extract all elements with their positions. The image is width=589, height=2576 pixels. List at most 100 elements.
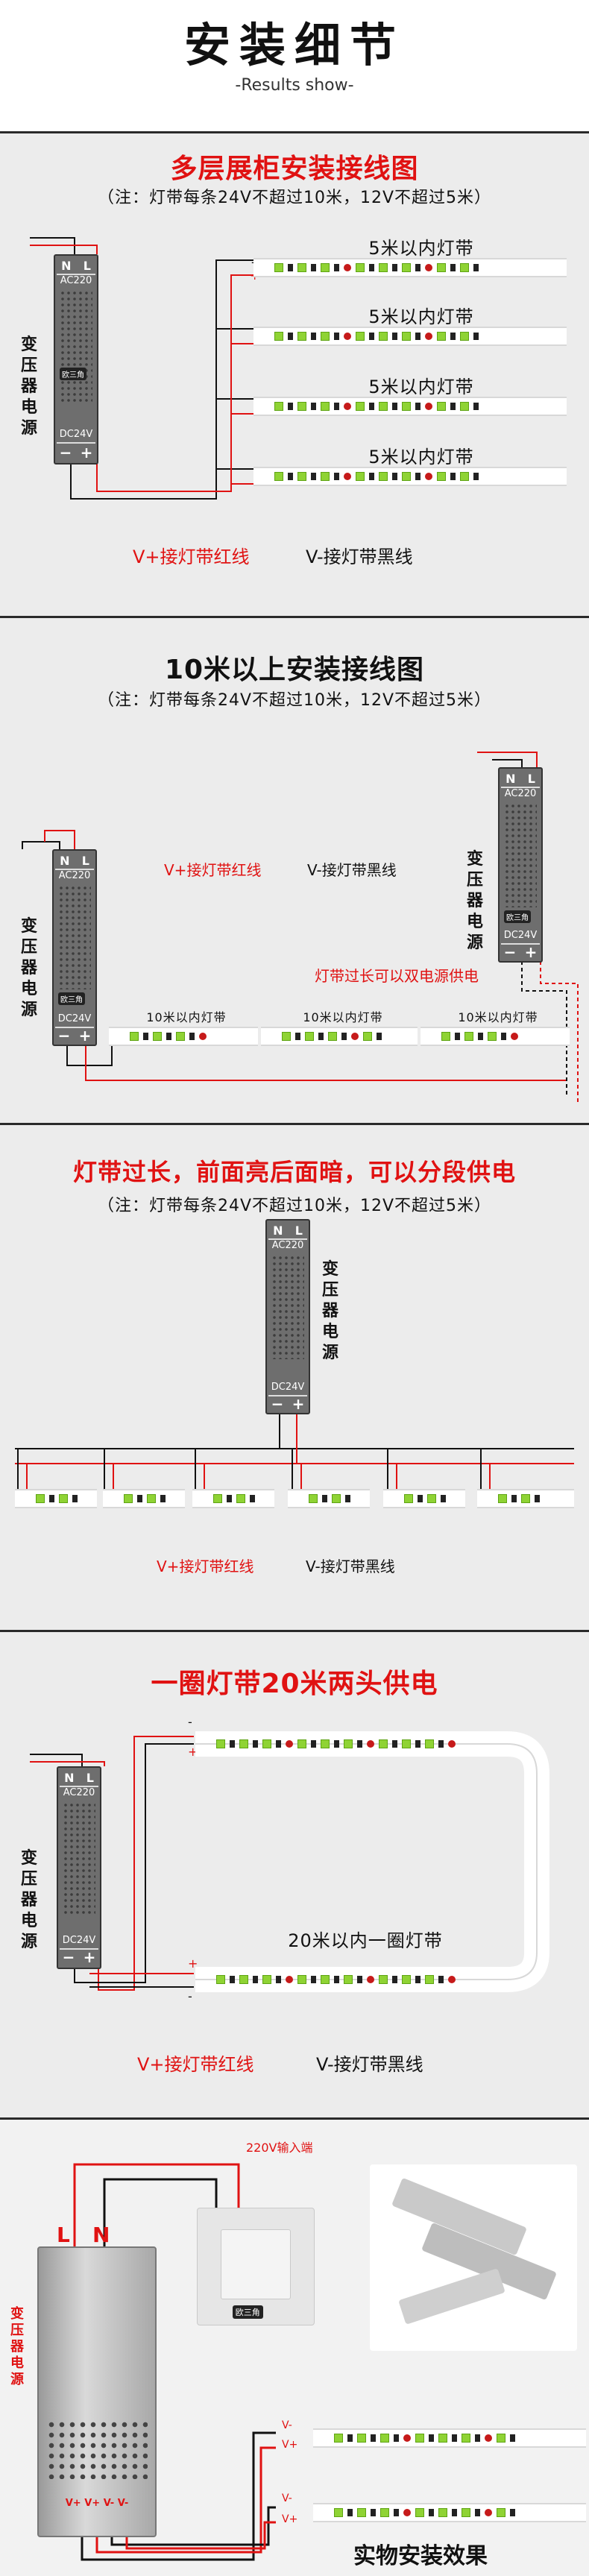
led-chip (124, 1494, 133, 1503)
terminal-l: L (83, 259, 91, 273)
v-minus-caption: V-接灯带黑线 (306, 547, 413, 567)
led-chip (297, 1739, 306, 1748)
led-chip (402, 402, 411, 411)
section-title: 10米以上安装接线图 (164, 655, 425, 685)
led-strip (421, 1027, 570, 1046)
led-chip (332, 1494, 341, 1503)
section-segmented-power: 灯带过长，前面亮后面暗，可以分段供电 （注：灯带每条24V不超过10米，12V不… (0, 1125, 589, 1629)
resistor (288, 403, 293, 410)
resistor (227, 1495, 232, 1502)
solder-pad (351, 1033, 359, 1040)
solder-pad (448, 1976, 456, 1983)
led-chip (321, 472, 330, 481)
wiring-diagram: - + + - (30, 1715, 549, 2003)
resistor (357, 1740, 362, 1748)
led-chip (239, 1975, 248, 1984)
resistor (473, 403, 479, 410)
section-note: （注：灯带每条24V不超过10米，12V不超过5米） (97, 1197, 492, 1215)
solder-pad (511, 1033, 518, 1040)
led-chip (402, 1975, 411, 1984)
resistor (369, 473, 374, 480)
led-chip (356, 263, 365, 272)
resistor (166, 1033, 171, 1040)
terminal-labels: V+ V+ V- V- (65, 2498, 129, 2509)
solder-pad (367, 1976, 374, 1983)
terminal-n: N (61, 259, 72, 273)
resistor (345, 1495, 350, 1502)
resistor (450, 264, 456, 271)
resistor (452, 2434, 457, 2442)
led-chip (438, 2508, 447, 2517)
led-chip (344, 1739, 353, 1748)
led-chip (402, 332, 411, 341)
resistor (253, 1976, 258, 1983)
svg-text:-: - (251, 255, 256, 269)
resistor (392, 1740, 397, 1748)
led-chip (274, 263, 283, 272)
led-chip (262, 1739, 271, 1748)
resistor (371, 2434, 376, 2442)
resistor (429, 2509, 434, 2516)
resistor (501, 1033, 506, 1040)
resistor (510, 2434, 515, 2442)
resistor (371, 2509, 376, 2516)
transformer-side-label: 变压器电源 (20, 917, 37, 1019)
resistor (189, 1033, 195, 1040)
resistor (450, 403, 456, 410)
led-chip (488, 1032, 497, 1041)
led-chip (147, 1494, 156, 1503)
resistor (334, 403, 339, 410)
resistor (311, 333, 316, 340)
led-strip (313, 2428, 586, 2448)
resistor (392, 403, 397, 410)
resistor (49, 1495, 54, 1502)
led-chip (321, 332, 330, 341)
led-chip (216, 1975, 225, 1984)
strip-label: 10米以内灯带 (303, 1010, 383, 1024)
led-strip (253, 397, 567, 416)
resistor (369, 403, 374, 410)
section-note: （注：灯带每条24V不超过10米，12V不超过5米） (97, 189, 492, 207)
terminal-minus: − (59, 444, 72, 462)
led-chip (402, 263, 411, 272)
transformer-side-label: 变压器电源 (20, 336, 37, 438)
solder-pad (344, 264, 351, 271)
led-chip (297, 332, 306, 341)
strip-label: 5米以内灯带 (368, 447, 474, 467)
v-plus-caption: V+接灯带红线 (164, 861, 262, 879)
led-chip (356, 402, 365, 411)
led-strip (253, 467, 567, 486)
wire-label: V- (282, 2419, 292, 2431)
led-chip (437, 472, 446, 481)
page-subtitle: -Results show- (235, 76, 354, 95)
led-chip (282, 1032, 291, 1041)
led-strip-top (195, 1734, 523, 1754)
resistor (478, 1033, 483, 1040)
power-supply-photo: V+ V+ V- V- (37, 2246, 157, 2537)
led-strip-bottom (195, 1970, 523, 1989)
wiring-diagram (73, 2163, 276, 2561)
led-chip (460, 472, 469, 481)
solder-pad (286, 1976, 293, 1983)
led-chip (334, 2508, 343, 2517)
brand-logo: 欧三角 (60, 368, 86, 380)
led-strip (109, 1027, 258, 1046)
input-label: 220V输入端 (246, 2141, 313, 2155)
svg-text:-: - (188, 1715, 192, 1729)
resistor (334, 1740, 339, 1748)
led-chip (321, 1739, 330, 1748)
resistor (415, 1740, 421, 1748)
resistor (415, 333, 421, 340)
resistor (334, 333, 339, 340)
led-chip (321, 402, 330, 411)
led-chip (321, 263, 330, 272)
resistor (311, 403, 316, 410)
page-header: 安装细节 -Results show- (0, 0, 589, 131)
resistor (357, 1976, 362, 1983)
resistor (288, 333, 293, 340)
resistor (473, 473, 479, 480)
ac-label: AC220 (60, 275, 92, 286)
